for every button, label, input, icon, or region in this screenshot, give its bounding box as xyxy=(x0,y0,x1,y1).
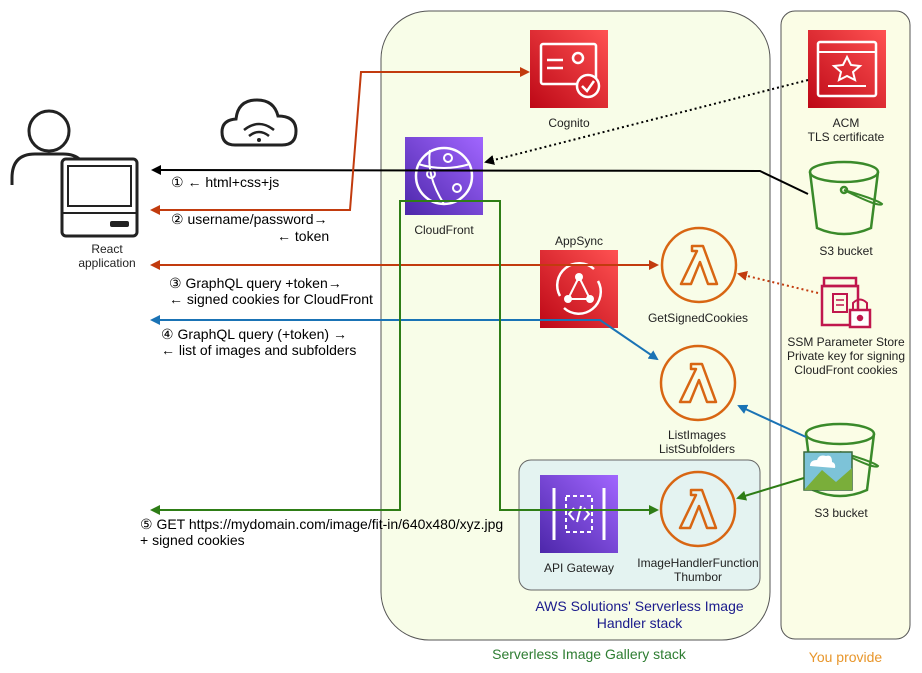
getsignedcookies-label: GetSignedCookies xyxy=(647,311,749,325)
cognito-label: Cognito xyxy=(548,116,590,130)
flow-4-label-b: ← list of images and subfolders xyxy=(161,342,357,358)
flow-1-label: ① ← html+css+js xyxy=(171,174,280,190)
imagehandler-line1: ImageHandlerFunction xyxy=(637,556,759,570)
flow-3-label-a: ③ GraphQL query +token→ xyxy=(169,275,342,291)
flow-5-label-a: ⑤ GET https://mydomain.com/image/fit-in/… xyxy=(140,516,504,532)
s3-bucket-top-icon xyxy=(808,160,884,236)
acm-to-cloudfront-arrow xyxy=(484,79,809,165)
acm-line2: TLS certificate xyxy=(807,130,885,144)
cognito-icon xyxy=(530,30,608,108)
listimages-label: ListImages ListSubfolders xyxy=(637,428,757,456)
cloudfront-icon xyxy=(405,137,483,215)
appsync-icon xyxy=(540,250,618,328)
flow-2-cognito-arrow xyxy=(150,67,530,215)
listimages-line1: ListImages xyxy=(667,428,727,442)
api-gateway-icon xyxy=(540,475,618,553)
handler-stack-title: AWS Solutions' Serverless Image Handler … xyxy=(519,598,760,632)
s3-to-listimages-arrow xyxy=(737,404,807,438)
flow-5-label-b: + signed cookies xyxy=(140,532,245,548)
lambda-getsignedcookies-icon xyxy=(660,226,738,304)
cloud-wifi-icon xyxy=(220,98,298,147)
ssm-line1: SSM Parameter Store xyxy=(787,335,905,349)
ssm-to-getsignedcookies-arrow xyxy=(737,271,819,294)
image-icon xyxy=(803,451,853,491)
acm-icon xyxy=(808,30,886,108)
appsync-label: AppSync xyxy=(554,234,604,248)
acm-label: ACM TLS certificate xyxy=(796,116,896,144)
cloudfront-label: CloudFront xyxy=(414,223,474,237)
react-app-line1: React xyxy=(91,242,123,256)
flow-5-image-arrow xyxy=(150,200,659,515)
ssm-label: SSM Parameter Store Private key for sign… xyxy=(783,335,909,377)
lambda-imagehandler-icon xyxy=(659,470,737,548)
ssm-parameter-store-icon xyxy=(820,276,872,329)
react-app-label: React application xyxy=(62,242,152,270)
flow-3-label-b: ← signed cookies for CloudFront xyxy=(169,291,373,307)
gallery-stack-title: Serverless Image Gallery stack xyxy=(492,646,686,662)
react-app-line2: application xyxy=(78,256,136,270)
lambda-listimages-icon xyxy=(659,344,737,422)
you-provide-title: You provide xyxy=(808,649,883,665)
imagehandler-label: ImageHandlerFunction Thumbor xyxy=(636,556,760,584)
listimages-line2: ListSubfolders xyxy=(658,442,736,456)
laptop-icon xyxy=(60,157,139,238)
s3-bottom-label: S3 bucket xyxy=(814,506,868,520)
acm-line1: ACM xyxy=(832,116,860,130)
flow-4-listimages-arrow xyxy=(150,315,659,361)
flow-4-label-a: ④ GraphQL query (+token) → xyxy=(161,326,347,342)
flow-1-html-arrow xyxy=(151,165,809,195)
s3-top-label: S3 bucket xyxy=(819,244,873,258)
s3-to-imagehandler-arrow xyxy=(736,477,805,501)
imagehandler-line2: Thumbor xyxy=(673,570,723,584)
handler-stack-title-line2: Handler stack xyxy=(596,615,683,631)
api-gateway-label: API Gateway xyxy=(543,561,615,575)
handler-stack-title-line1: AWS Solutions' Serverless Image xyxy=(535,598,744,614)
flow-2-label-b: ← token xyxy=(277,228,330,244)
ssm-line2: Private key for signing xyxy=(786,349,906,363)
ssm-line3: CloudFront cookies xyxy=(794,363,898,377)
flow-2-label-a: ② username/password→ xyxy=(171,211,328,227)
